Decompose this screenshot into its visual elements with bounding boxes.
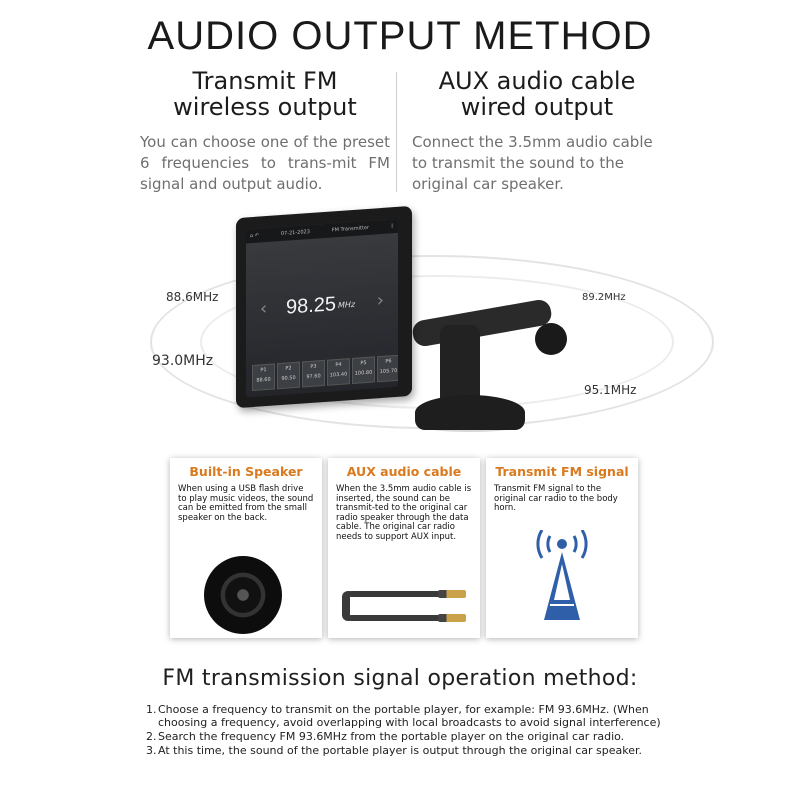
column-divider	[396, 72, 397, 192]
next-arrow-icon: ›	[376, 289, 384, 312]
freq-label-93-0: 93.0MHz	[152, 353, 214, 369]
aux-heading-line2: wired output	[460, 93, 614, 121]
instruction-list: 1.Choose a frequency to transmit on the …	[146, 703, 666, 758]
card-description: When the 3.5mm audio cable is inserted, …	[336, 484, 472, 542]
screen-date: 07-21-2023	[280, 228, 310, 238]
device-screen: ⌂ ↶ 07-21-2023 FM Transmitter ᛒ ‹ › 98.2…	[246, 218, 398, 398]
card-aux-audio-cable: AUX audio cable When the 3.5mm audio cab…	[328, 458, 480, 638]
mount-column	[440, 325, 480, 405]
radio-tower-icon	[536, 530, 588, 620]
card-description: When using a USB flash drive to play mus…	[178, 484, 314, 523]
car-player-device: ⌂ ↶ 07-21-2023 FM Transmitter ᛒ ‹ › 98.2…	[236, 205, 412, 409]
step-text: Search the frequency FM 93.6MHz from the…	[158, 730, 625, 743]
list-item: 2.Search the frequency FM 93.6MHz from t…	[146, 730, 625, 743]
aux-output-heading: AUX audio cable wired output	[412, 68, 662, 120]
freq-label-89-2: 89.2MHz	[582, 292, 626, 303]
bluetooth-icon: ᛒ	[390, 223, 394, 230]
card-title: AUX audio cable	[346, 464, 462, 479]
home-icon: ⌂ ↶	[250, 232, 259, 240]
aux-output-description: Connect the 3.5mm audio cable to transmi…	[412, 133, 653, 193]
screen-frequency: 98.25	[286, 293, 337, 319]
card-built-in-speaker: Built-in Speaker When using a USB flash …	[170, 458, 322, 638]
speaker-icon	[204, 556, 282, 634]
page-title: AUDIO OUTPUT METHOD	[147, 14, 653, 58]
mount-base	[415, 395, 525, 430]
fm-heading-line1: Transmit FM	[192, 67, 338, 95]
list-item: 3.At this time, the sound of the portabl…	[146, 744, 643, 757]
section-heading: FM transmission signal operation method:	[162, 666, 638, 691]
fm-output-heading: Transmit FM wireless output	[140, 68, 390, 120]
aux-output-column: AUX audio cable wired output Connect the…	[412, 68, 662, 195]
screen-status-bar: ⌂ ↶ 07-21-2023 FM Transmitter ᛒ	[246, 218, 398, 244]
screen-frequency-unit: MHz	[338, 299, 356, 311]
fm-output-description: You can choose one of the preset 6 frequ…	[140, 133, 390, 193]
mount-knob	[535, 323, 567, 355]
card-description: Transmit FM signal to the original car r…	[494, 484, 618, 513]
step-text: At this time, the sound of the portable …	[158, 744, 643, 757]
screen-app-title: FM Transmitter	[331, 224, 370, 234]
step-text: Choose a frequency to transmit on the po…	[158, 703, 661, 729]
freq-label-95-1: 95.1MHz	[584, 383, 637, 397]
freq-label-88-6: 88.6MHz	[166, 290, 219, 304]
aux-heading-line1: AUX audio cable	[438, 67, 636, 95]
list-item: 1.Choose a frequency to transmit on the …	[146, 703, 666, 729]
prev-arrow-icon: ‹	[260, 297, 268, 320]
fm-heading-line2: wireless output	[173, 93, 357, 121]
card-title: Built-in Speaker	[189, 464, 303, 479]
card-title: Transmit FM signal	[495, 464, 629, 479]
fm-output-column: Transmit FM wireless output You can choo…	[140, 68, 390, 195]
card-transmit-fm-signal: Transmit FM signal Transmit FM signal to…	[486, 458, 638, 638]
product-scene: 88.6MHz 89.2MHz 93.0MHz 95.1MHz ⌂ ↶ 07-2…	[0, 200, 800, 445]
